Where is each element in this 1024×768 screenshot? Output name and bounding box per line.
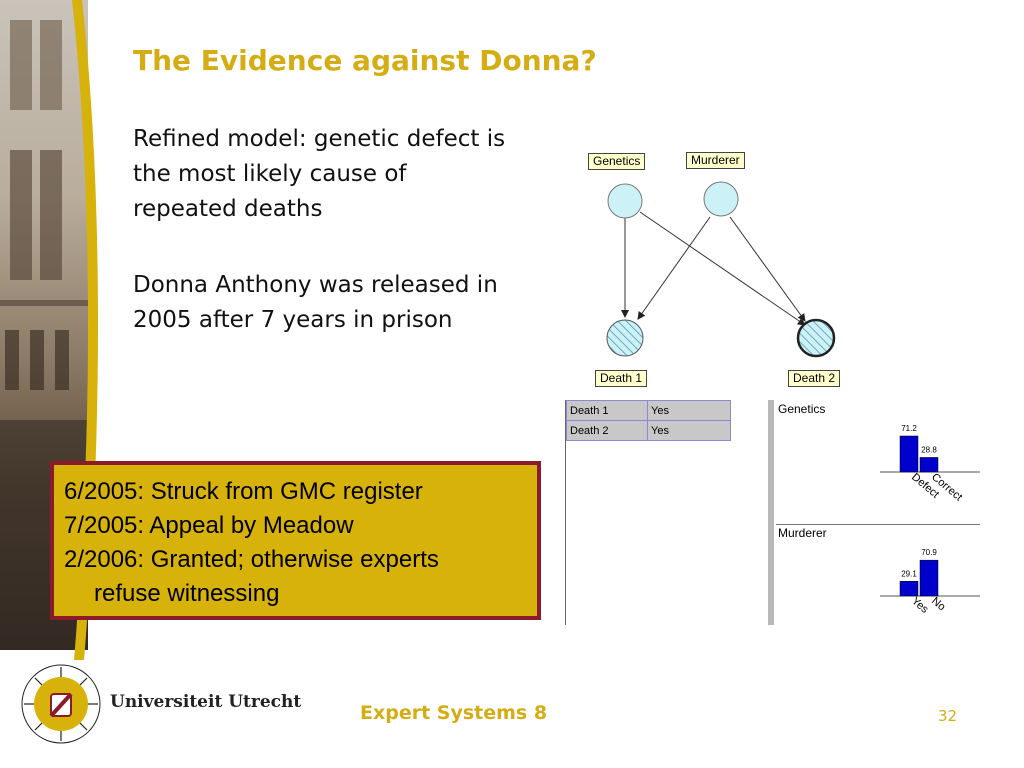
footer-course-title: Expert Systems 8 xyxy=(360,702,548,724)
evidence-value-cell[interactable]: Yes xyxy=(647,420,731,441)
evidence-node-cell: Death 1 xyxy=(566,400,648,421)
murderer-category-label: Yes xyxy=(909,595,931,616)
node-death2 xyxy=(796,318,836,358)
university-name: Universiteit Utrecht xyxy=(110,692,302,712)
panel-divider[interactable] xyxy=(768,400,774,625)
node-genetics xyxy=(607,183,643,219)
murderer-category-label: No xyxy=(929,595,947,613)
genetics-bar xyxy=(899,435,919,473)
timeline-line: 2/2006: Granted; otherwise experts xyxy=(64,546,439,573)
node-murderer xyxy=(703,181,739,217)
genetics-value-label: 28.8 xyxy=(921,445,937,454)
university-seal-logo xyxy=(21,664,101,744)
timeline-line: refuse witnessing xyxy=(94,580,280,607)
dist-separator xyxy=(776,524,980,525)
evidence-node-cell: Death 2 xyxy=(566,420,648,441)
evidence-table: Death 1 Yes Death 2 Yes xyxy=(566,400,731,441)
table-row[interactable]: Death 1 Yes xyxy=(566,400,731,421)
murderer-bar xyxy=(919,559,939,597)
timeline-line: 6/2005: Struck from GMC register xyxy=(64,478,423,505)
node-label-death2: Death 2 xyxy=(788,370,841,387)
genetics-value-label: 71.2 xyxy=(901,424,917,433)
paragraph-refined-model: Refined model: genetic defect is the mos… xyxy=(133,126,506,222)
genetics-bar xyxy=(919,457,939,473)
node-death1 xyxy=(606,319,644,357)
paragraph-release: Donna Anthony was released in 2005 after… xyxy=(133,272,498,333)
dist-title-murderer: Murderer xyxy=(778,526,827,540)
edge-murderer-death1 xyxy=(637,216,711,320)
evidence-panel: Death 1 Yes Death 2 Yes xyxy=(565,400,766,625)
murderer-value-label: 29.1 xyxy=(901,569,917,578)
evidence-value-cell[interactable]: Yes xyxy=(647,400,731,421)
dist-title-genetics: Genetics xyxy=(778,402,826,416)
murderer-bar xyxy=(899,581,919,597)
slide-title: The Evidence against Donna? xyxy=(133,44,597,77)
murderer-value-label: 70.9 xyxy=(921,548,937,557)
node-label-murderer: Murderer xyxy=(686,152,745,169)
edge-murderer-death2 xyxy=(729,216,806,322)
timeline-line: 7/2005: Appeal by Meadow xyxy=(64,512,354,539)
timeline-box: 6/2005: Struck from GMC register 7/2005:… xyxy=(50,461,541,620)
table-row[interactable]: Death 2 Yes xyxy=(566,420,731,441)
edge-genetics-death2 xyxy=(639,211,806,326)
page-number: 32 xyxy=(938,707,958,725)
node-label-death1: Death 1 xyxy=(595,370,648,387)
node-label-genetics: Genetics xyxy=(588,153,646,170)
bayesian-network: Genetics Murderer Death 1 Death 2 xyxy=(560,145,860,390)
